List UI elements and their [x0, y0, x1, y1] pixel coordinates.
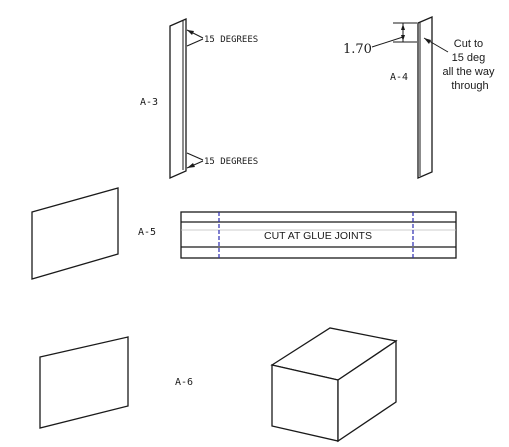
part-a4-dim-arrow-up — [401, 24, 405, 30]
part-a4-note-line-4: through — [451, 80, 488, 92]
part-a5: A-5 CUT AT GLUE JOINTS — [31, 187, 457, 280]
part-a4-note: Cut to 15 deg all the way through — [442, 38, 497, 92]
part-a3: 15 DEGREES 15 DEGREES A-3 — [140, 18, 258, 179]
part-a4: 1.70 Cut to 15 deg all the way through A… — [343, 16, 497, 179]
part-a4-dim-leader — [371, 36, 404, 48]
part-a3-top-angle: 15 DEGREES — [204, 35, 258, 45]
part-a4-note-line-1: Cut to — [454, 38, 483, 50]
part-a5-label: A-5 — [138, 227, 156, 238]
part-a3-top-leader-2 — [186, 38, 204, 47]
part-a6-panel — [39, 336, 129, 429]
part-a5-strip — [180, 211, 457, 259]
part-a3-bottom-leader — [186, 152, 204, 161]
part-a3-board — [169, 18, 187, 179]
part-a6-block-side — [337, 339, 397, 443]
part-a3-top-arrow — [187, 30, 194, 35]
part-a4-board — [417, 16, 433, 179]
part-a6-label: A-6 — [175, 377, 193, 388]
part-a4-label: A-4 — [390, 72, 408, 83]
part-a3-label: A-3 — [140, 97, 158, 108]
part-a4-note-line-2: 15 deg — [452, 52, 486, 64]
part-a3-bottom-arrow — [187, 163, 195, 168]
part-a5-cut-note: CUT AT GLUE JOINTS — [264, 230, 372, 242]
part-a6: A-6 — [39, 327, 398, 443]
part-a4-note-arrow — [424, 38, 431, 44]
part-a4-dim-arrow-down — [401, 35, 405, 41]
part-a3-bottom-angle: 15 DEGREES — [204, 157, 258, 167]
part-a5-panel — [31, 187, 119, 280]
part-a4-note-line-3: all the way — [442, 66, 494, 78]
part-a4-dimension: 1.70 — [343, 42, 372, 57]
